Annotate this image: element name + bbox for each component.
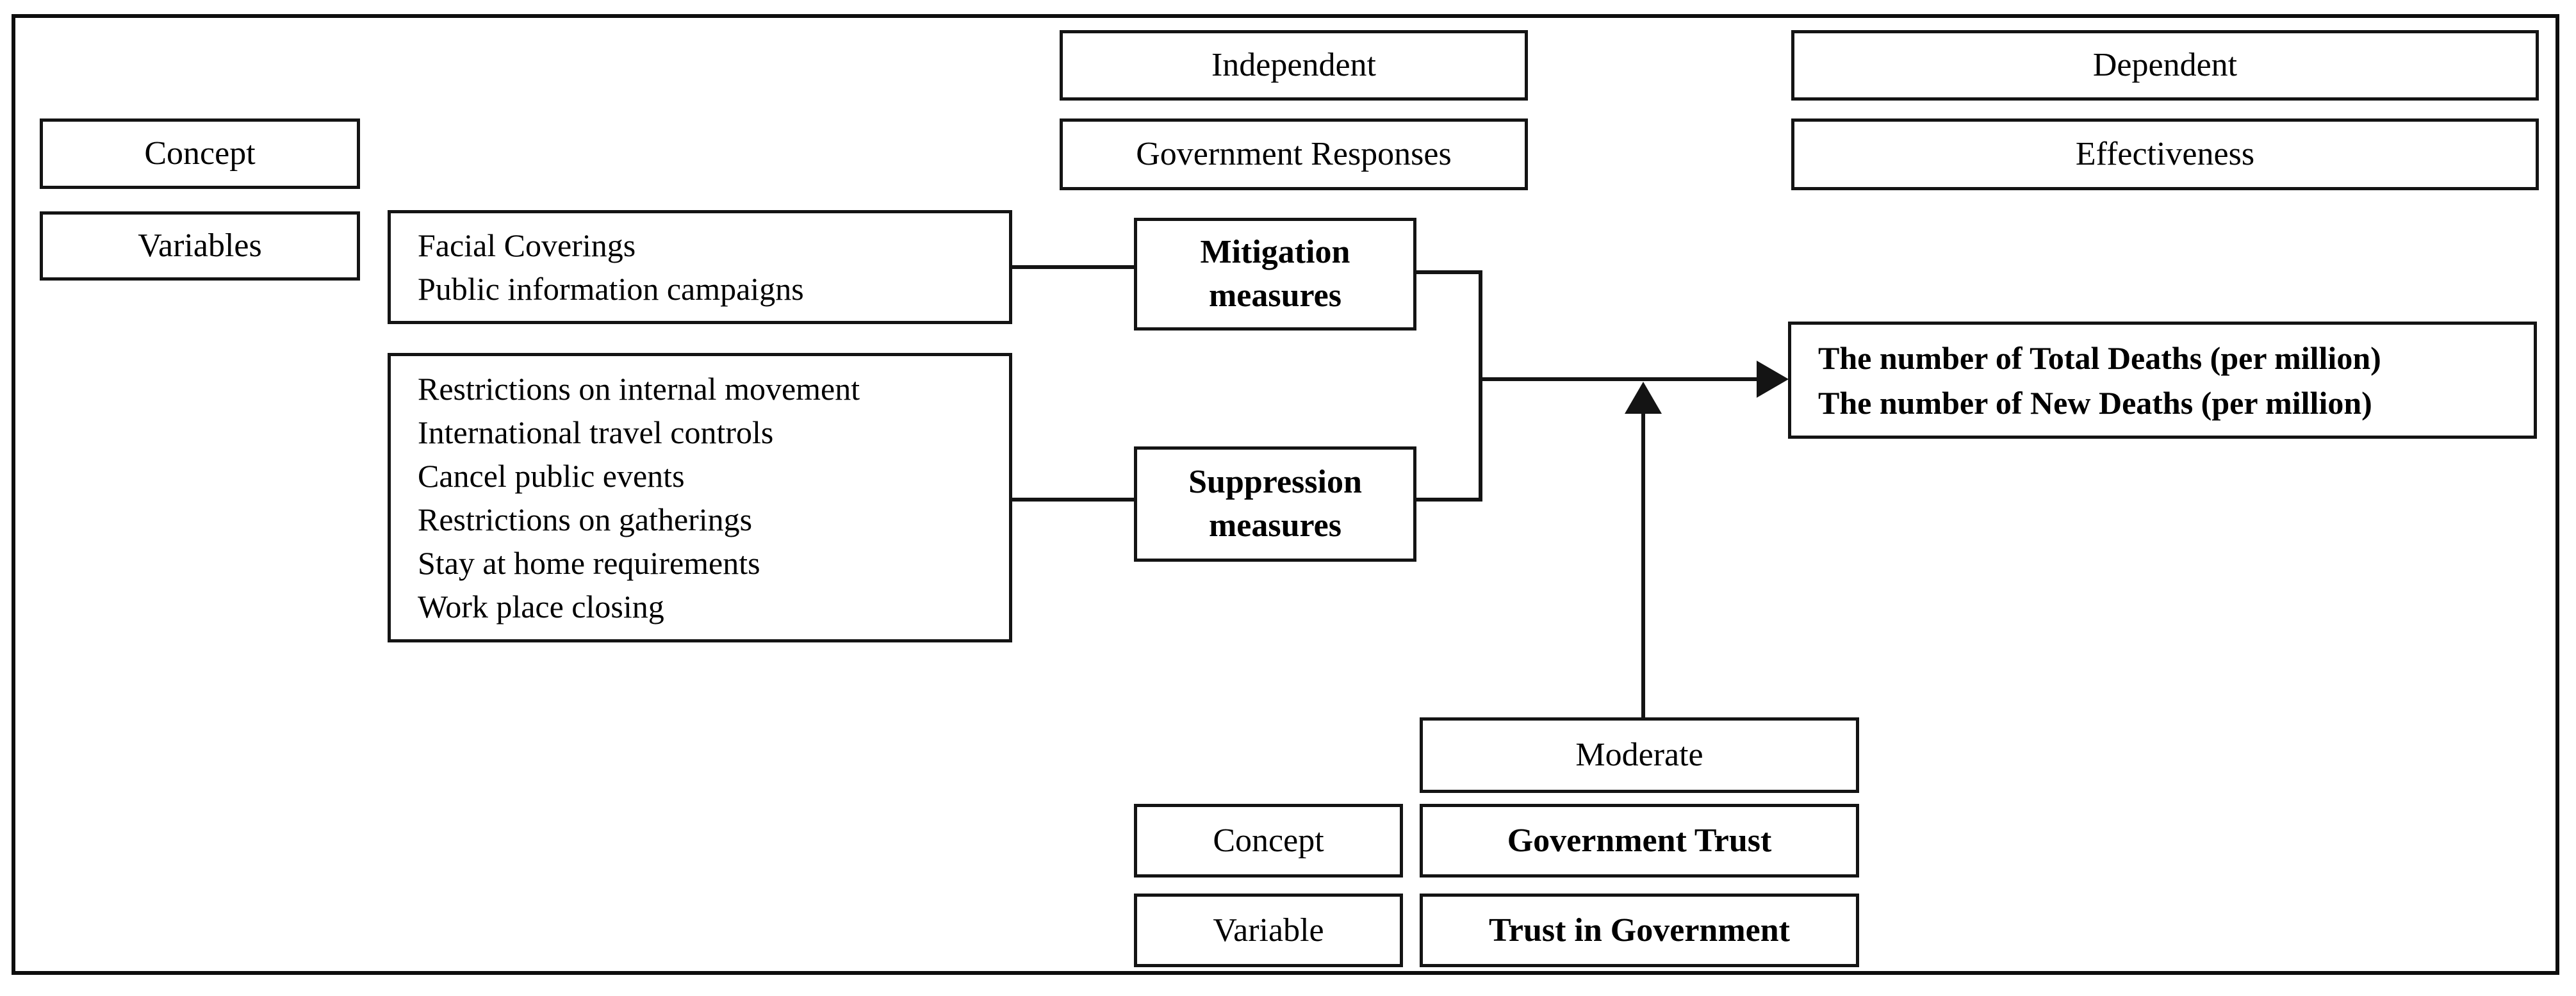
connector-suppression-to-merge — [1416, 498, 1482, 502]
list-item: Restrictions on gatherings — [418, 502, 753, 537]
list-item: Cancel public events — [418, 458, 685, 494]
outcome-variables-box: The number of Total Deaths (per million)… — [1788, 322, 2537, 439]
list-item: The number of Total Deaths (per million) — [1818, 339, 2381, 376]
suppression-line2: measures — [1208, 507, 1341, 544]
arrow-up-icon — [1625, 382, 1662, 414]
connector-mitigation-to-merge — [1416, 270, 1482, 274]
suppression-measures-box: Suppression measures — [1134, 446, 1416, 562]
list-item: Public information campaigns — [418, 271, 804, 307]
list-item: Work place closing — [418, 589, 664, 625]
dependent-label: Dependent — [2092, 47, 2238, 84]
arrow-shaft-to-outcome — [1479, 377, 1760, 381]
effectiveness-label: Effectiveness — [2075, 136, 2255, 173]
list-item: Restrictions on internal movement — [418, 371, 860, 407]
government-trust-box: Government Trust — [1420, 804, 1859, 878]
trust-in-government-box: Trust in Government — [1420, 894, 1859, 967]
mitigation-line2: measures — [1208, 277, 1341, 314]
independent-header-box: Independent — [1060, 30, 1528, 101]
variables-label-box: Variables — [40, 211, 360, 281]
trust-in-government-label: Trust in Government — [1489, 911, 1790, 949]
list-item: The number of New Deaths (per million) — [1818, 384, 2372, 421]
connector-mitigation-variables-to-mitigation — [1012, 265, 1134, 269]
merge-vertical-line — [1479, 270, 1482, 502]
variables-label: Variables — [138, 227, 262, 265]
list-item: International travel controls — [418, 414, 774, 450]
list-item: Facial Coverings — [418, 227, 636, 263]
government-responses-label: Government Responses — [1136, 136, 1452, 173]
independent-label: Independent — [1211, 47, 1376, 84]
moderator-variable-label: Variable — [1213, 911, 1324, 949]
moderator-variable-label-box: Variable — [1134, 894, 1403, 967]
government-responses-box: Government Responses — [1060, 118, 1528, 190]
connector-suppression-variables-to-suppression — [1012, 498, 1134, 502]
dependent-header-box: Dependent — [1791, 30, 2539, 101]
suppression-line1: Suppression — [1188, 464, 1362, 501]
concept-label: Concept — [144, 135, 256, 172]
effectiveness-box: Effectiveness — [1791, 118, 2539, 190]
moderator-concept-label-box: Concept — [1134, 804, 1403, 878]
moderation-arrow-shaft — [1641, 410, 1645, 717]
concept-label-box: Concept — [40, 118, 360, 189]
arrow-right-icon — [1757, 361, 1789, 398]
moderate-label: Moderate — [1575, 737, 1703, 774]
moderator-concept-label: Concept — [1213, 822, 1324, 859]
moderate-box: Moderate — [1420, 717, 1859, 793]
government-trust-label: Government Trust — [1507, 822, 1772, 859]
mitigation-variables-box: Facial Coverings Public information camp… — [388, 210, 1012, 324]
mitigation-measures-box: Mitigation measures — [1134, 218, 1416, 331]
list-item: Stay at home requirements — [418, 545, 760, 581]
mitigation-line1: Mitigation — [1200, 234, 1350, 271]
suppression-variables-box: Restrictions on internal movement Intern… — [388, 353, 1012, 642]
